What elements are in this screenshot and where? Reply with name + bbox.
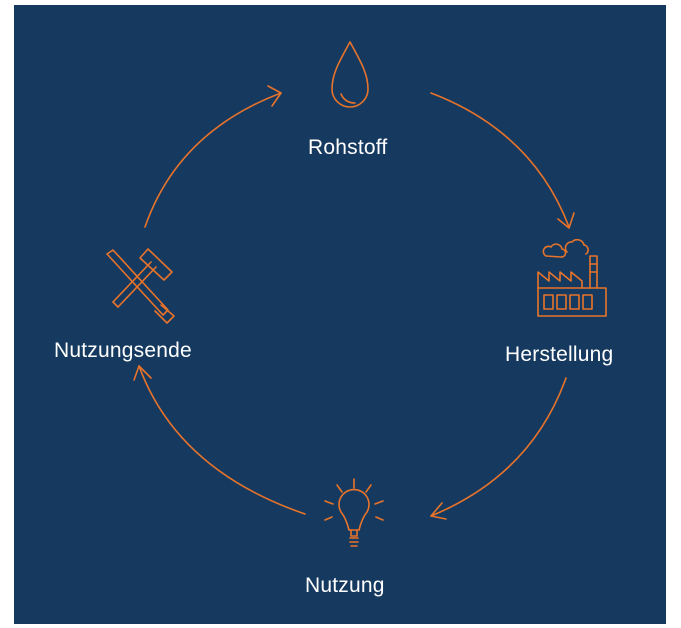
stage-label-nutzung: Nutzung bbox=[305, 574, 385, 597]
stage-label-rohstoff: Rohstoff bbox=[308, 136, 388, 159]
diagram-background bbox=[14, 5, 666, 624]
factory-icon bbox=[537, 238, 607, 317]
stage-label-nutzungsende: Nutzungsende bbox=[54, 339, 192, 362]
drop-icon bbox=[331, 41, 369, 108]
arrow-nutzung-to-nutzungsende bbox=[133, 365, 306, 515]
lightbulb-icon bbox=[324, 478, 384, 547]
hammer-screwdriver-icon bbox=[106, 248, 175, 324]
stage-label-herstellung: Herstellung bbox=[505, 343, 614, 366]
arrow-nutzungsende-to-rohstoff bbox=[144, 85, 282, 228]
arrow-herstellung-to-nutzung bbox=[430, 377, 567, 520]
arrow-rohstoff-to-herstellung bbox=[430, 92, 575, 229]
